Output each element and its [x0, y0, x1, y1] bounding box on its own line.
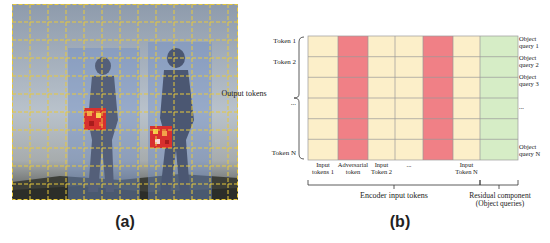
- adversarial-patch: [84, 108, 172, 148]
- group-label: Encoder input tokens: [340, 192, 448, 200]
- query-label: Object query 1: [519, 36, 548, 50]
- panel-label: (b): [375, 214, 425, 231]
- input-label: ...: [396, 162, 422, 169]
- query-label: Object query N: [519, 144, 548, 158]
- input-label: Input Token N: [453, 162, 480, 176]
- token-label: Token N: [258, 150, 296, 157]
- panel-label: (a): [100, 214, 150, 231]
- input-label: Adversarial token: [337, 162, 369, 176]
- query-label: Object query 2: [519, 55, 548, 69]
- token-label: Token 2: [258, 59, 296, 66]
- group-label: Residual component (Object queries): [462, 192, 538, 208]
- photo: [12, 4, 238, 200]
- query-label: Object query 3: [519, 74, 548, 88]
- token-grid: [308, 36, 518, 160]
- bracket: [294, 37, 518, 189]
- query-label: ...: [519, 104, 548, 111]
- group-label: Output tokens: [218, 90, 270, 98]
- input-label: Input Token 2: [367, 162, 396, 176]
- input-label: Input tokens 1: [309, 162, 337, 176]
- token-label: ...: [258, 100, 296, 107]
- token-label: Token 1: [258, 38, 296, 45]
